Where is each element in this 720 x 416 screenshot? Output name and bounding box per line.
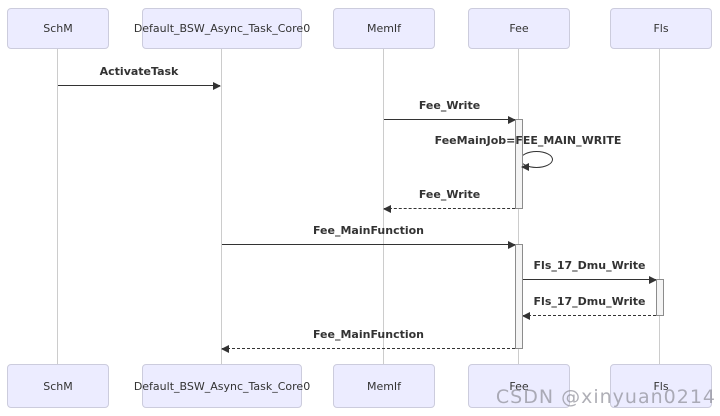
- arrowhead-right-icon: [508, 116, 516, 124]
- participant-fee-bottom: Fee: [468, 364, 570, 408]
- arrowhead-left-icon: [221, 345, 229, 353]
- participant-label: Default_BSW_Async_Task_Core0: [133, 379, 311, 393]
- arrowhead-left-icon: [383, 205, 391, 213]
- participant-fee-top: Fee: [468, 8, 570, 49]
- participant-memif-bottom: MemIf: [333, 364, 435, 408]
- participant-label: MemIf: [366, 379, 402, 393]
- lifeline-default-bsw-async-task-core0: [221, 48, 222, 364]
- message-label-fee-write-return: Fee_Write: [418, 188, 481, 201]
- activation-fls-write: [656, 279, 664, 316]
- arrowhead-right-icon: [508, 241, 516, 249]
- message-line-fee-mainfunction-return: [221, 345, 515, 353]
- watermark: CSDN @xinyuan0214: [495, 386, 716, 408]
- arrowhead-left-icon: [522, 312, 530, 320]
- arrowhead-right-icon: [649, 276, 657, 284]
- arrowhead-right-icon: [213, 82, 221, 90]
- participant-schm-bottom: SchM: [7, 364, 109, 408]
- participant-label: Fee: [509, 379, 529, 393]
- participant-schm-top: SchM: [7, 8, 109, 49]
- message-line-fls-write-call: [523, 276, 657, 284]
- activation-fee-mainfunction: [515, 244, 523, 349]
- message-label-fee-mainfunction-return: Fee_MainFunction: [312, 328, 425, 341]
- participant-label: Fee: [509, 22, 529, 35]
- participant-fls-bottom: Fls: [610, 364, 712, 408]
- participant-default-bsw-async-task-core0-bottom: Default_BSW_Async_Task_Core0: [134, 364, 310, 408]
- message-label-feemainjob: FeeMainJob=FEE_MAIN_WRITE: [434, 134, 622, 147]
- message-label-fee-write-call: Fee_Write: [418, 99, 481, 112]
- participant-label: Default_BSW_Async_Task_Core0: [133, 22, 311, 35]
- message-line-fee-mainfunction-call: [222, 241, 516, 249]
- participant-label: Fls: [653, 379, 669, 393]
- message-line-fee-write-return: [383, 205, 515, 213]
- self-message-arrowhead-icon: [521, 163, 529, 171]
- lifeline-schm: [57, 48, 58, 364]
- lifeline-fls: [659, 48, 660, 364]
- participant-label: MemIf: [366, 22, 402, 35]
- message-line-fls-write-return: [522, 312, 656, 320]
- message-line-activatetask: [58, 82, 221, 90]
- participant-fls-top: Fls: [610, 8, 712, 49]
- participant-default-bsw-async-task-core0-top: Default_BSW_Async_Task_Core0: [134, 8, 310, 49]
- participant-label: SchM: [43, 22, 73, 35]
- participant-label: Fls: [653, 22, 669, 35]
- message-label-fee-mainfunction-call: Fee_MainFunction: [312, 224, 425, 237]
- participant-label: SchM: [43, 379, 73, 393]
- message-label-fls-write-return: Fls_17_Dmu_Write: [533, 295, 646, 308]
- message-label-activatetask: ActivateTask: [99, 65, 179, 78]
- participant-memif-top: MemIf: [333, 8, 435, 49]
- message-label-fls-write-call: Fls_17_Dmu_Write: [533, 259, 646, 272]
- message-line-fee-write-call: [384, 116, 516, 124]
